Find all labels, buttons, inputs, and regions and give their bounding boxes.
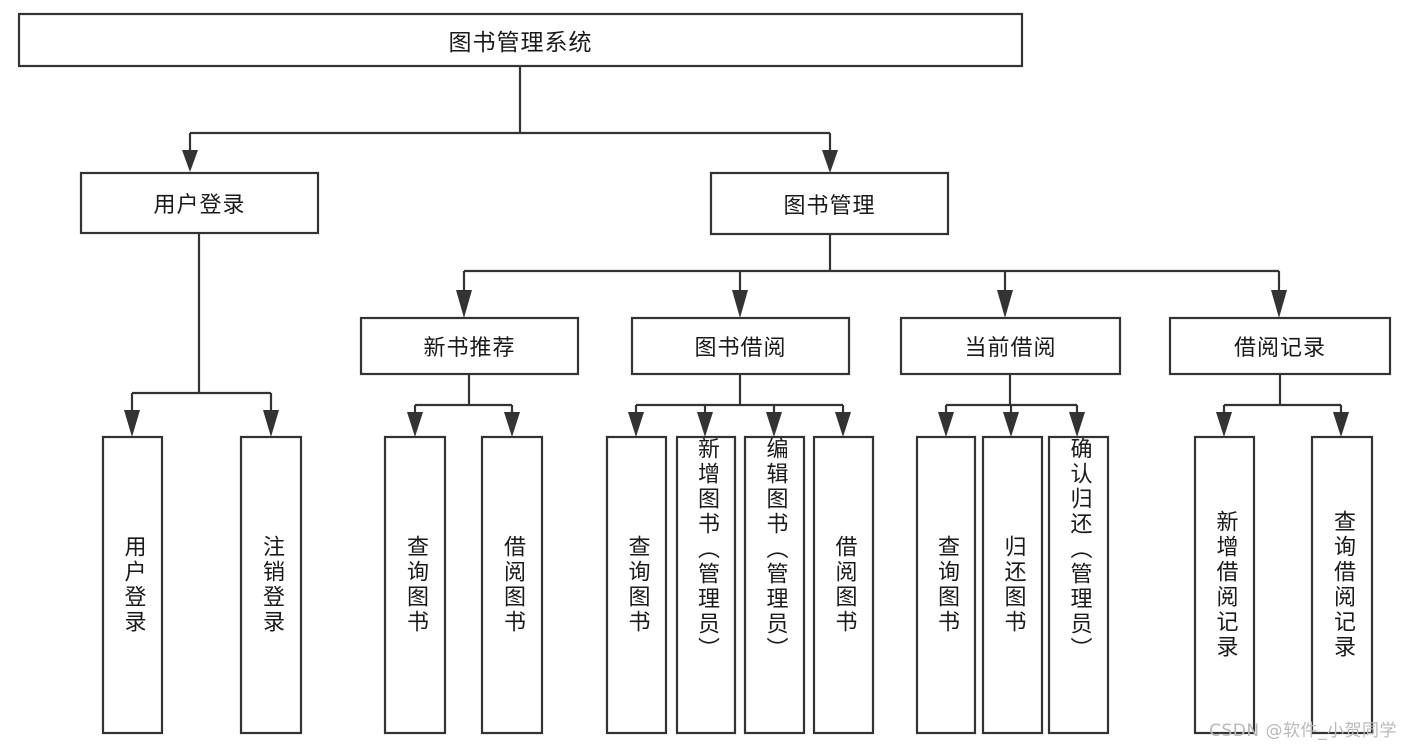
- arrowhead-new-book-rec: [456, 290, 472, 318]
- edge-book-borrow-to-leaves: [628, 374, 851, 437]
- node-leaf-edit-book[interactable]: [743, 435, 806, 735]
- node-leaf-return-book[interactable]: [981, 435, 1044, 735]
- edge-book-manage-to-level2: [456, 234, 1287, 318]
- arrowhead-leaf-borrow-book-2: [835, 412, 851, 437]
- arrowhead-leaf-query-record: [1333, 412, 1349, 437]
- arrowhead-leaf-query-book-3: [938, 412, 954, 437]
- node-leaf-add-book[interactable]: [675, 435, 737, 735]
- node-leaf-logout[interactable]: [239, 435, 303, 735]
- node-current-borrow[interactable]: [899, 316, 1122, 376]
- arrowhead-leaf-logout: [263, 410, 279, 437]
- node-leaf-user-login[interactable]: [101, 435, 164, 735]
- arrowhead-leaf-add-record: [1216, 412, 1232, 437]
- node-leaf-query-book-2[interactable]: [605, 435, 668, 735]
- node-leaf-query-record[interactable]: [1310, 435, 1374, 735]
- arrowhead-user-login: [182, 150, 198, 172]
- node-leaf-add-record[interactable]: [1193, 435, 1256, 735]
- arrowhead-leaf-query-book-1: [407, 412, 423, 437]
- node-leaf-query-book-1[interactable]: [383, 435, 447, 735]
- node-new-book-rec[interactable]: [359, 316, 580, 376]
- arrowhead-leaf-user-login: [124, 410, 140, 437]
- arrowhead-leaf-edit-book: [766, 412, 782, 437]
- edge-current-borrow-to-leaves: [938, 374, 1085, 437]
- node-book-manage[interactable]: [709, 171, 950, 236]
- arrowhead-leaf-add-book: [697, 412, 713, 437]
- node-root[interactable]: [17, 12, 1024, 68]
- node-leaf-borrow-book-1[interactable]: [480, 435, 544, 735]
- arrowhead-leaf-confirm-return: [1069, 412, 1085, 437]
- node-borrow-record[interactable]: [1168, 316, 1392, 376]
- node-user-login[interactable]: [79, 171, 320, 235]
- arrowhead-borrow-record: [1271, 290, 1287, 318]
- node-leaf-borrow-book-2[interactable]: [812, 435, 875, 735]
- arrowhead-leaf-query-book-2: [628, 412, 644, 437]
- edge-borrow-record-to-leaves: [1216, 374, 1349, 437]
- node-book-borrow[interactable]: [630, 316, 851, 376]
- node-leaf-confirm-return[interactable]: [1047, 435, 1110, 735]
- edge-new-book-rec-to-leaves: [407, 374, 520, 437]
- edge-user-login-to-leaves: [124, 233, 279, 437]
- arrowhead-leaf-return-book: [1003, 412, 1019, 437]
- arrowhead-current-borrow: [997, 290, 1013, 318]
- edge-root-to-level1: [182, 66, 838, 173]
- arrowhead-leaf-borrow-book-1: [504, 412, 520, 437]
- arrowhead-book-borrow: [732, 290, 748, 318]
- arrowhead-book-manage: [822, 150, 838, 173]
- node-leaf-query-book-3[interactable]: [915, 435, 977, 735]
